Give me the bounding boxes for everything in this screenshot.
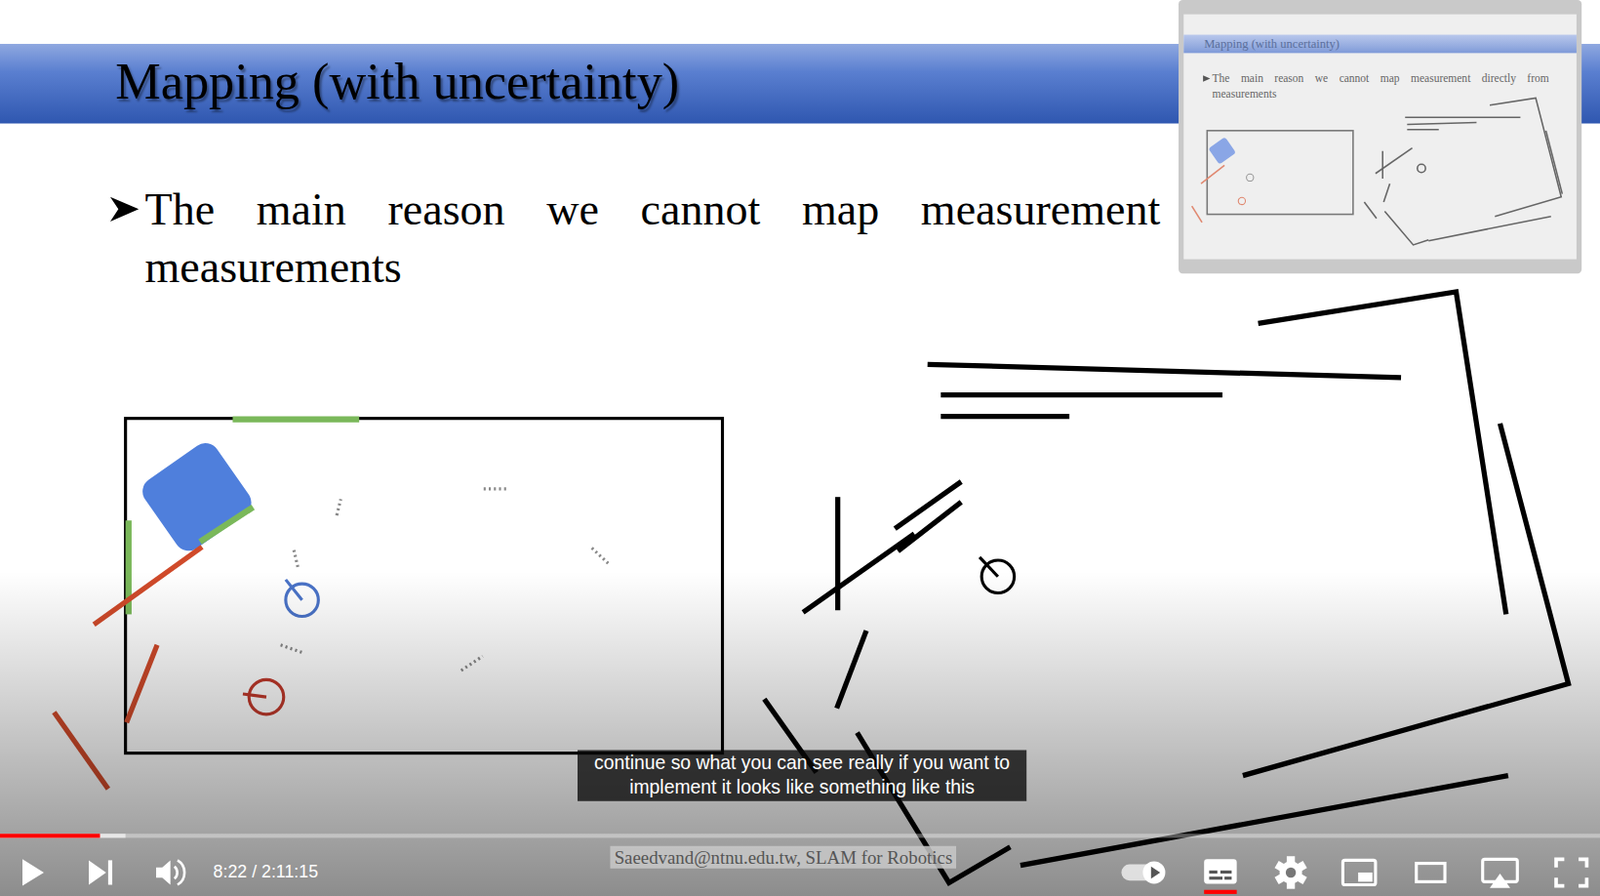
settings-icon: [1285, 867, 1296, 878]
inset-title: Mapping (with uncertainty): [1203, 37, 1340, 52]
inset-scan-line: [1406, 121, 1477, 124]
theater-icon: [1416, 863, 1445, 882]
inset-scan-line: [1381, 151, 1384, 179]
autoplay-toggle: [1151, 866, 1160, 880]
box-obstacle: [136, 437, 257, 557]
observed-edge: [200, 507, 253, 543]
scan-line: [940, 413, 1070, 419]
settings-icon: [1275, 855, 1308, 888]
captions-icon: [1224, 876, 1232, 880]
observed-wall: [232, 416, 360, 423]
inset-measurement: [1200, 164, 1225, 184]
time-display: 8:22 / 2:11:15: [213, 860, 319, 883]
inset-robot: [1417, 163, 1426, 172]
inset-bullet-text: The main reason we cannot map measuremen…: [1212, 69, 1550, 102]
scan-line: [927, 363, 1401, 378]
inset-scan-line: [1406, 128, 1439, 131]
bullet-text: The main reason we cannot map measuremen…: [145, 181, 1161, 296]
inset-title-bar: [1183, 35, 1577, 54]
inset-scan-line: [1489, 97, 1561, 216]
inset-scan-line: [1428, 216, 1552, 241]
cast-icon: [1489, 873, 1511, 888]
captions-icon: [1203, 858, 1237, 883]
volume-icon: [174, 866, 178, 880]
captions-icon: [1208, 870, 1217, 874]
play-icon: [22, 858, 44, 885]
scan-line: [940, 392, 1223, 398]
volume-icon: [156, 859, 171, 884]
inset-frame: [1178, 0, 1582, 274]
inset-measurements: [1192, 164, 1225, 223]
trajectory-dots: [483, 486, 508, 490]
captions-icon: [1208, 876, 1223, 880]
progress-track: [0, 833, 1600, 838]
inset-scan-line: [1404, 116, 1520, 119]
inset-box: [1207, 136, 1237, 164]
inset-robot: [1246, 173, 1254, 181]
player-shade: [0, 571, 1600, 896]
inset-scan-line: [1384, 210, 1429, 245]
autoplay-toggle: [1142, 860, 1165, 883]
inset-slide: [1183, 14, 1577, 260]
next-icon: [88, 859, 107, 884]
progress-played: [0, 833, 101, 838]
settings-icon: [1275, 860, 1308, 884]
progress-buffer: [0, 833, 126, 838]
miniplayer-icon: [1342, 859, 1375, 884]
slide-title: Mapping (with uncertainty): [115, 50, 680, 113]
slide-footer: Saeedvand@ntnu.edu.tw, SLAM for Robotics: [609, 845, 957, 869]
inset-scan-line: [1375, 148, 1413, 174]
inset-scan-line: [1383, 183, 1390, 202]
inset-room: [1206, 130, 1354, 215]
scan-line: [1258, 291, 1507, 614]
inset-measurement: [1192, 205, 1202, 223]
scan-line: [897, 501, 961, 551]
next-icon: [108, 859, 113, 884]
captions-icon: [1220, 870, 1233, 874]
trajectory-dots: [293, 550, 298, 568]
inset-scan-line: [1363, 201, 1377, 219]
inset-scan: [1363, 97, 1562, 245]
scan-line: [894, 481, 961, 529]
captions-active: [1203, 889, 1237, 894]
inset-scan-line: [1546, 130, 1563, 195]
trajectory-dots: [592, 547, 609, 563]
volume-icon: [177, 859, 185, 884]
camera-inset: [1178, 0, 1582, 274]
inset-robot: [1238, 197, 1245, 204]
subtitle: continue so what you can see really if y…: [577, 749, 1027, 800]
fullscreen-icon: [1556, 858, 1587, 885]
inset-bullet: [1202, 75, 1210, 81]
miniplayer-icon: [1358, 872, 1373, 881]
bullet-arrow: [110, 197, 139, 222]
settings-icon: [1275, 860, 1308, 884]
trajectory-dots: [336, 498, 341, 516]
